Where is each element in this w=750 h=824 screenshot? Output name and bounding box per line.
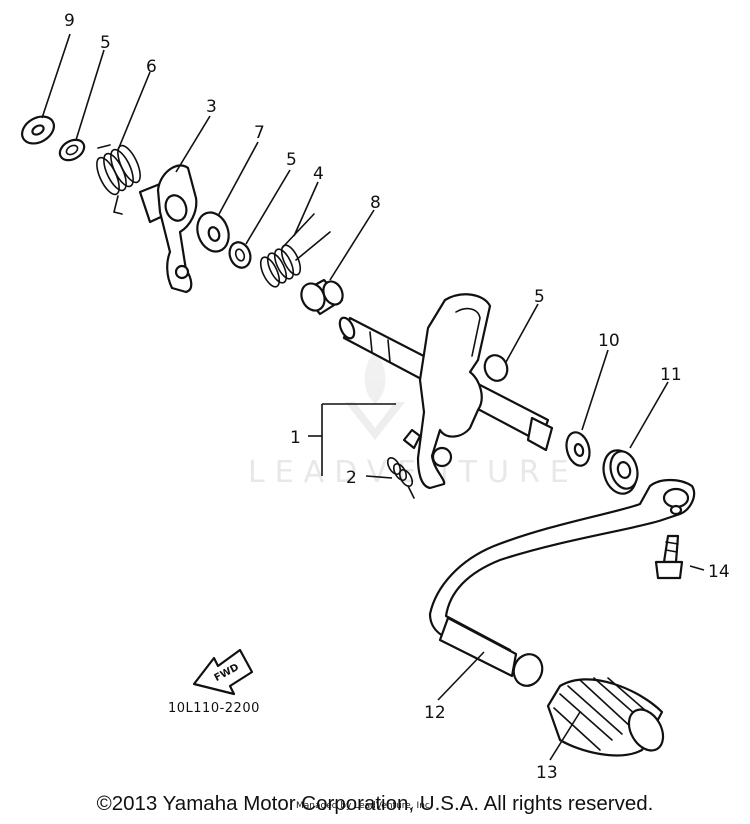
leader-lines <box>41 33 705 761</box>
callout-5-c: 5 <box>534 287 545 307</box>
part-12-shift-pedal[interactable] <box>428 478 696 690</box>
watermark-text: LEADVENTURE <box>248 455 579 490</box>
part-4-return-spring[interactable] <box>257 213 331 289</box>
callout-4: 4 <box>313 164 324 184</box>
callout-7: 7 <box>254 123 265 143</box>
callout-13: 13 <box>536 763 558 783</box>
callout-10: 10 <box>598 331 620 351</box>
callout-2: 2 <box>346 468 357 488</box>
callout-8: 8 <box>370 193 381 213</box>
part-7-washer[interactable] <box>192 208 234 256</box>
callout-14: 14 <box>708 562 730 582</box>
part-8-collar[interactable] <box>297 278 346 316</box>
callout-11: 11 <box>660 365 682 385</box>
part-3-shift-arm[interactable] <box>138 164 198 294</box>
part-2-spring[interactable] <box>385 456 415 499</box>
copyright-notice: ©2013 Yamaha Motor Corporation, U.S.A. A… <box>96 792 654 815</box>
part-1-shift-shaft-assembly[interactable] <box>337 293 554 490</box>
callout-5-b: 5 <box>286 150 297 170</box>
callout-6: 6 <box>146 57 157 77</box>
part-9-washer[interactable] <box>17 111 58 149</box>
diagram-code: 10L110-2200 <box>168 701 260 716</box>
part-5-circlip-a[interactable] <box>56 136 88 165</box>
forward-direction-arrow: FWD <box>192 648 254 696</box>
part-5-circlip-b[interactable] <box>226 239 254 270</box>
callout-12: 12 <box>424 703 446 723</box>
part-14-bolt[interactable] <box>654 534 684 580</box>
part-11-oil-seal[interactable] <box>599 447 642 498</box>
callout-5-a: 5 <box>100 33 111 53</box>
callout-3: 3 <box>206 97 217 117</box>
callout-9: 9 <box>64 11 75 31</box>
watermark-credit: Managed by LeadVenture, Inc. <box>296 801 433 811</box>
part-6-torsion-spring[interactable] <box>92 142 144 215</box>
part-10-washer[interactable] <box>563 430 593 469</box>
callout-1: 1 <box>290 428 301 448</box>
part-13-pedal-rubber[interactable] <box>546 677 670 757</box>
callout-labels: 9 5 6 3 7 5 4 8 5 10 11 1 2 14 12 13 <box>64 11 730 783</box>
